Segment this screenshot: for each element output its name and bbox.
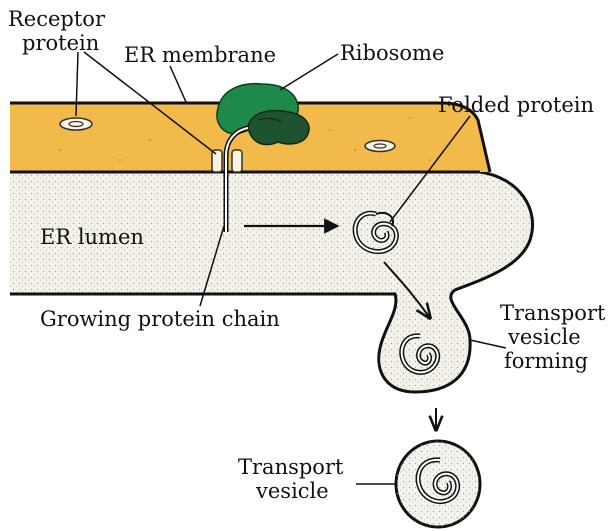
er-lumen-region <box>10 172 533 392</box>
label-growing-protein-chain: Growing protein chain <box>40 307 280 331</box>
label-ribosome: Ribosome <box>340 41 444 65</box>
label-transport-vesicle-line2: vesicle <box>255 479 329 503</box>
transport-vesicle <box>396 441 480 527</box>
label-transport-vesicle-line1: Transport <box>238 455 344 479</box>
receptor-disc-right <box>365 141 395 152</box>
label-er-membrane: ER membrane <box>124 43 276 67</box>
leader-vesicle-forming <box>470 340 506 348</box>
leader-er-membrane <box>170 66 186 102</box>
leader-ribosome <box>280 54 338 90</box>
label-vesicle-forming-line3: forming <box>504 349 588 373</box>
label-receptor-protein-line2: protein <box>22 31 99 55</box>
label-er-lumen: ER lumen <box>40 225 144 249</box>
label-folded-protein: Folded protein <box>438 93 594 117</box>
label-vesicle-forming-line2: vesicle <box>507 325 581 349</box>
label-receptor-protein-line1: Receptor <box>8 7 106 31</box>
receptor-disc-left <box>60 118 92 130</box>
label-vesicle-forming-line1: Transport <box>500 301 606 325</box>
